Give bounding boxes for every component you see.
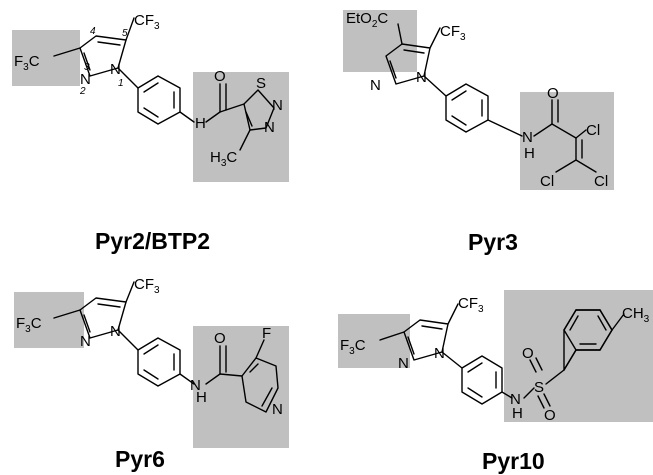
atom-labels-pyr2: CF3 F3C N N O H S N N H3C [14, 12, 283, 169]
atom-labels-pyr6: CF3 F3C N N O H N F N [16, 276, 283, 418]
compound-pyr2: CF3 F3C N N O H S N N H3C 1 2 3 4 5 Pyr2… [12, 12, 289, 254]
cf3-top-label: CF3 [440, 23, 466, 43]
amide-h-label: H [524, 145, 535, 162]
cf3-top-label: CF3 [134, 276, 160, 296]
highlight-ester-pyr3 [343, 10, 417, 72]
compound-name-pyr3: Pyr3 [468, 229, 518, 255]
compound-pyr10: CF3 F3C N N N H S O O CH3 Pyr10 [338, 290, 653, 474]
compound-pyr6: CF3 F3C N N O H N F N Pyr6 [14, 276, 289, 472]
sulfur-label: S [534, 379, 544, 396]
pyrazole-n1-label: N [434, 345, 445, 362]
pyrazole-n1-label: N [110, 61, 121, 78]
pyrazole-n1-label: N [416, 69, 427, 86]
highlight-tosyl-pyr10 [504, 290, 653, 422]
cf3-top-label: CF3 [458, 295, 484, 315]
thiadiazole-s-label: S [256, 75, 266, 92]
highlight-trifluoromethyl-pyr6 [14, 292, 84, 348]
highlight-fluoropyridine-pyr6 [193, 326, 289, 448]
fluorine-label: F [262, 325, 271, 342]
pyrazole-n2-label: N [80, 71, 91, 88]
thiadiazole-n-label-1: N [272, 97, 283, 114]
cf3-left-label: F3C [340, 337, 366, 357]
carbonyl-o-label: O [214, 68, 226, 85]
ring-number-2: 2 [79, 86, 86, 97]
amide-n-label: N [190, 377, 201, 394]
sulfonamide-h-label: H [512, 405, 523, 422]
thiadiazole-n-label-2: N [264, 119, 275, 136]
carbonyl-o-label: O [214, 330, 226, 347]
pyrazole-n2-label: N [80, 333, 91, 350]
cf3-left-label: F3C [14, 53, 40, 73]
sulfonamide-n-label: N [510, 391, 521, 408]
compound-name-pyr6: Pyr6 [115, 446, 165, 472]
ring-number-3: 3 [84, 62, 90, 73]
ring-number-5: 5 [122, 28, 128, 39]
methyl-label: H3C [210, 149, 237, 169]
pyridine-n-label: N [272, 401, 283, 418]
methyl-label: CH3 [622, 305, 650, 325]
amide-h-label: H [196, 389, 207, 406]
amide-nh-label: H [195, 115, 206, 132]
sulfonyl-o-label-2: O [544, 407, 556, 424]
amide-n-label: N [522, 129, 533, 146]
compound-name-pyr2: Pyr2/BTP2 [95, 228, 210, 254]
sulfonyl-o-label-1: O [522, 345, 534, 362]
pyrazole-n1-label: N [110, 323, 121, 340]
cf3-top-label: CF3 [134, 12, 160, 32]
ring-number-4: 4 [90, 26, 96, 37]
chlorine-label-2: Cl [540, 173, 554, 190]
highlight-trifluoromethyl-pyr2 [12, 30, 80, 86]
carbonyl-o-label: O [547, 85, 559, 102]
compound-name-pyr10: Pyr10 [482, 448, 545, 474]
ester-label: EtO2C [346, 10, 388, 30]
cf3-left-label: F3C [16, 315, 42, 335]
atom-labels-pyr3: EtO2C CF3 N N O N H Cl Cl Cl [346, 10, 608, 190]
highlight-trifluoromethyl-pyr10 [338, 314, 410, 368]
atom-labels-pyr10: CF3 F3C N N N H S O O CH3 [340, 295, 650, 424]
ring-number-1: 1 [118, 78, 124, 89]
chlorine-label-3: Cl [594, 173, 608, 190]
pyrazole-n2-label: N [398, 355, 409, 372]
highlight-trichloroacryl-pyr3 [520, 92, 614, 190]
pyrazole-n2-label: N [370, 77, 381, 94]
chlorine-label-1: Cl [586, 122, 600, 139]
highlight-thiadiazole-pyr2 [193, 72, 289, 182]
compound-pyr3: EtO2C CF3 N N O N H Cl Cl Cl Pyr3 [343, 10, 614, 255]
ring-numbering-pyr2: 1 2 3 4 5 [79, 26, 128, 97]
